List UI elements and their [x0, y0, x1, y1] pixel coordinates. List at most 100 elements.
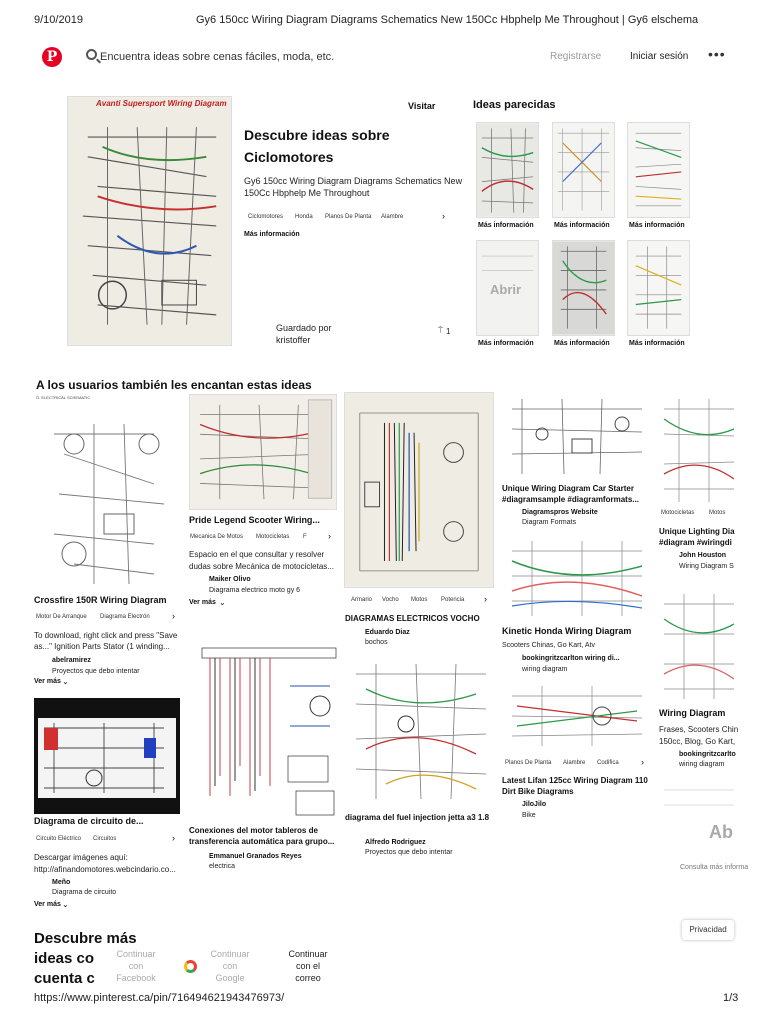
col5-card2-user[interactable]: bookingritzcarlto — [679, 751, 736, 758]
similar-more-info-3[interactable]: Más información — [629, 222, 685, 229]
similar-thumb-1[interactable] — [476, 122, 539, 218]
col4-card3-tag-2[interactable]: Alambre — [563, 760, 586, 766]
col3-card1-title[interactable]: DIAGRAMAS ELECTRICOS VOCHO — [345, 614, 480, 623]
col1-card2-title[interactable]: Diagrama de circuito de... — [34, 816, 144, 826]
col1-card1-tag-2[interactable]: Diagrama Electrón — [100, 614, 150, 620]
col1-card2-user[interactable]: Meño — [52, 879, 71, 886]
col2-card1-board[interactable]: Diagrama electrico moto gy 6 — [209, 587, 301, 594]
col4-card2-board[interactable]: wiring diagram — [522, 666, 568, 673]
col5-card1-title2[interactable]: #diagram #wiringdi — [659, 538, 732, 547]
col5-card1-title1[interactable]: Unique Lighting Dia — [659, 527, 735, 536]
login-button[interactable]: Iniciar sesión — [630, 51, 689, 62]
col2-card1-tag-3[interactable]: F — [303, 534, 307, 540]
similar-more-info-2[interactable]: Más información — [554, 222, 610, 229]
col5-card1-board[interactable]: Wiring Diagram S — [679, 563, 734, 570]
col2-card2-title1[interactable]: Conexiones del motor tableros de — [189, 826, 318, 835]
privacy-button[interactable]: Privacidad — [682, 920, 734, 940]
col1-card1-see-more[interactable]: Ver más — [34, 678, 61, 685]
col1-card2-tags-chevron-icon[interactable]: › — [172, 833, 175, 843]
col3-card1-board[interactable]: bochos — [365, 639, 388, 646]
col3-card1-tags-chevron-icon[interactable]: › — [484, 594, 487, 604]
col2-card1-title[interactable]: Pride Legend Scooter Wiring... — [189, 515, 320, 525]
col3-card2-board[interactable]: Proyectos que debo intentar — [365, 849, 453, 856]
col3-card1-tag-1[interactable]: Armario — [351, 597, 373, 603]
tag-planos-de-planta[interactable]: Planos De Planta — [325, 214, 372, 220]
col5-card1-image[interactable] — [659, 394, 734, 506]
col4-card3-tag-1[interactable]: Planos De Planta — [505, 760, 552, 766]
col3-card1-tag-2[interactable]: Vocho — [382, 597, 399, 603]
register-button[interactable]: Registrarse — [550, 51, 602, 62]
col4-card2-title[interactable]: Kinetic Honda Wiring Diagram — [502, 626, 632, 636]
open-button[interactable]: Abrir — [490, 282, 522, 297]
col2-card1-tag-1[interactable]: Mecanica De Motos — [190, 534, 244, 540]
col4-card3-tag-3[interactable]: Codifica — [597, 760, 619, 766]
col1-card1-board[interactable]: Proyectos que debo intentar — [52, 668, 140, 675]
col4-card1-image[interactable] — [502, 394, 650, 478]
col1-card1-tag-1[interactable]: Motor De Arranque — [36, 614, 87, 620]
tag-honda[interactable]: Honda — [295, 214, 313, 220]
more-options-icon[interactable]: ••• — [708, 46, 726, 62]
col1-card2-tag-1[interactable]: Circuito Eléctrico — [36, 836, 82, 842]
col5-card2-board[interactable]: wiring diagram — [679, 761, 725, 768]
col3-card1-user[interactable]: Eduardo Diaz — [365, 629, 410, 636]
col1-card1-title[interactable]: Crossfire 150R Wiring Diagram — [34, 595, 167, 605]
col2-card2-board[interactable]: electrica — [209, 863, 236, 870]
col4-card1-board[interactable]: Diagram Formats — [522, 519, 577, 526]
col2-card2-user[interactable]: Emmanuel Granados Reyes — [209, 853, 302, 860]
similar-more-info-5[interactable]: Más información — [554, 340, 610, 347]
col2-card1-see-more[interactable]: Ver más — [189, 599, 216, 606]
col4-card2-image[interactable] — [502, 536, 650, 620]
col3-card2-title[interactable]: diagrama del fuel injection jetta a3 1.8 — [345, 813, 490, 822]
col5-open-button[interactable]: Ab — [709, 822, 733, 842]
col4-card3-title1[interactable]: Latest Lifan 125cc Wiring Diagram 110 — [502, 776, 648, 785]
col3-card2-image[interactable] — [346, 654, 494, 806]
visit-button[interactable]: Visitar — [408, 101, 436, 111]
col4-card2-user[interactable]: bookingritzcarlton wiring di... — [522, 655, 620, 662]
col4-card3-user[interactable]: JiloJilo — [522, 801, 547, 808]
col2-card1-tag-2[interactable]: Motocicletas — [256, 534, 290, 540]
continue-email-button[interactable]: Continuar con el correo — [280, 948, 336, 984]
similar-more-info-4[interactable]: Más información — [478, 340, 534, 347]
similar-more-info-1[interactable]: Más información — [478, 222, 534, 229]
col3-card2-user[interactable]: Alfredo Rodriguez — [365, 839, 426, 846]
col3-card1-image[interactable] — [344, 392, 494, 588]
pin-heading-line2[interactable]: Ciclomotores — [244, 149, 334, 165]
col5-card1-tag-2[interactable]: Motos — [709, 510, 726, 516]
col2-card1-user[interactable]: Maiker Olivo — [209, 576, 251, 583]
similar-more-info-6[interactable]: Más información — [629, 340, 685, 347]
pinterest-logo-icon[interactable]: P — [42, 47, 62, 67]
pin-main-image[interactable]: Avanti Supersport Wiring Diagram — [67, 96, 232, 346]
col2-card2-image[interactable] — [200, 616, 338, 821]
col4-card1-title1[interactable]: Unique Wiring Diagram Car Starter — [502, 484, 634, 493]
search-input[interactable] — [100, 47, 520, 67]
similar-thumb-4[interactable] — [476, 240, 539, 336]
col2-card1-tags-chevron-icon[interactable]: › — [328, 531, 331, 541]
col4-card3-image[interactable] — [502, 676, 650, 754]
continue-facebook-button[interactable]: Continuar con Facebook — [108, 948, 164, 984]
col5-card1-user[interactable]: John Houston — [679, 552, 727, 559]
col4-card1-user[interactable]: Diagramspros Website — [522, 509, 598, 516]
col3-card1-tag-3[interactable]: Motos — [411, 597, 428, 603]
col5-card1-tag-1[interactable]: Motocicletas — [661, 510, 695, 516]
col1-card2-image[interactable] — [34, 698, 180, 814]
col4-card1-title2[interactable]: #diagramsample #diagramformats... — [502, 495, 639, 504]
saved-by-user[interactable]: kristoffer — [276, 335, 311, 345]
col4-card3-title2[interactable]: Dirt Bike Diagrams — [502, 787, 574, 796]
col5-card3-image[interactable] — [659, 780, 734, 870]
col1-card1-tags-chevron-icon[interactable]: › — [172, 611, 175, 621]
tag-ciclomotores[interactable]: Ciclomotores — [248, 214, 284, 220]
continue-google-button[interactable]: Continuar con Google — [202, 948, 258, 984]
col1-card2-board[interactable]: Diagrama de circuito — [52, 889, 117, 896]
pin-more-info-link[interactable]: Más información — [244, 231, 300, 238]
col1-card2-tag-2[interactable]: Circuitos — [93, 836, 117, 842]
col5-card3-more-info[interactable]: Consulta más informa — [680, 864, 749, 871]
col1-card1-image[interactable]: Ó. ELECTRICAL SCHEMATIC — [34, 394, 182, 594]
col5-card2-title[interactable]: Wiring Diagram — [659, 708, 726, 718]
col1-card2-see-more[interactable]: Ver más — [34, 901, 61, 908]
col2-card2-title2[interactable]: transferencia automática para grupo... — [189, 837, 335, 846]
similar-thumb-3[interactable] — [627, 122, 690, 218]
similar-thumb-5[interactable] — [552, 240, 615, 336]
similar-thumb-6[interactable] — [627, 240, 690, 336]
similar-thumb-2[interactable] — [552, 122, 615, 218]
col4-card3-board[interactable]: Bike — [522, 812, 536, 819]
